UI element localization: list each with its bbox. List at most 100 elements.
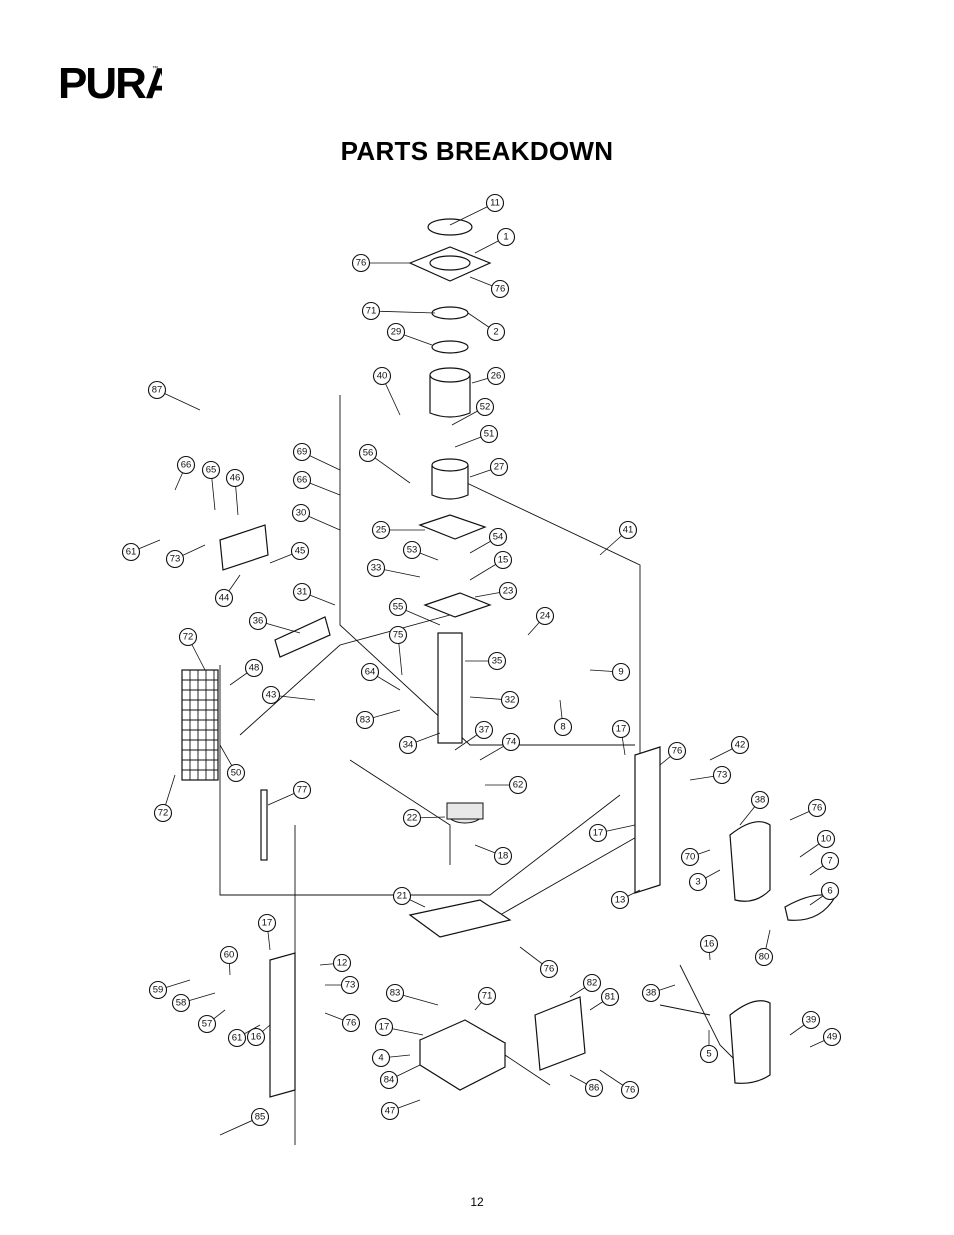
callout-17: 17 xyxy=(257,913,277,933)
callout-circle xyxy=(493,550,513,570)
callout-circle xyxy=(820,851,840,871)
callout-40: 40 xyxy=(372,366,392,386)
callout-circle xyxy=(201,460,221,480)
callout-76: 76 xyxy=(539,959,559,979)
callout-circle xyxy=(225,468,245,488)
callout-83: 83 xyxy=(385,983,405,1003)
base-plate xyxy=(408,899,512,938)
callout-circle xyxy=(610,890,630,910)
label-plate xyxy=(274,616,331,658)
callout-circle xyxy=(582,973,602,993)
callout-label: 41 xyxy=(623,525,634,536)
svg-text:PURA: PURA xyxy=(58,59,162,104)
callout-label: 27 xyxy=(494,462,505,473)
callout-circle xyxy=(398,735,418,755)
callout-circle xyxy=(371,520,391,540)
callout-label: 71 xyxy=(366,306,377,317)
callout-label: 32 xyxy=(505,695,516,706)
callout-23: 23 xyxy=(498,581,518,601)
callout-34: 34 xyxy=(398,735,418,755)
upper-tank xyxy=(429,367,471,418)
callout-circle xyxy=(474,720,494,740)
callout-label: 25 xyxy=(376,525,387,536)
front-panel-upper xyxy=(729,821,771,902)
callout-circle xyxy=(490,279,510,299)
callout-72: 72 xyxy=(178,627,198,647)
callout-circle xyxy=(611,719,631,739)
callout-circle xyxy=(508,775,528,795)
side-panel-right xyxy=(634,746,661,894)
callout-circle xyxy=(486,322,506,342)
callout-label: 77 xyxy=(297,785,308,796)
callout-label: 17 xyxy=(616,724,627,735)
callout-73: 73 xyxy=(340,975,360,995)
callout-81: 81 xyxy=(600,987,620,1007)
callout-16: 16 xyxy=(699,934,719,954)
callout-label: 76 xyxy=(356,258,367,269)
callout-circle xyxy=(487,651,507,671)
callout-label: 2 xyxy=(493,327,498,338)
callout-38: 38 xyxy=(641,983,661,1003)
callout-50: 50 xyxy=(226,763,246,783)
callout-label: 52 xyxy=(480,402,491,413)
callout-12: 12 xyxy=(332,953,352,973)
callout-circle xyxy=(402,540,422,560)
callout-label: 56 xyxy=(363,448,374,459)
callout-label: 76 xyxy=(346,1018,357,1029)
callout-circle xyxy=(386,322,406,342)
callout-circle xyxy=(292,780,312,800)
callout-74: 74 xyxy=(501,732,521,752)
callout-leader xyxy=(370,310,436,314)
callout-17: 17 xyxy=(588,823,608,843)
callout-label: 50 xyxy=(231,768,242,779)
callout-circle xyxy=(699,934,719,954)
callout-label: 4 xyxy=(378,1053,383,1064)
callout-circle xyxy=(712,765,732,785)
callout-circle xyxy=(292,582,312,602)
callout-label: 87 xyxy=(152,385,163,396)
callout-29: 29 xyxy=(386,322,406,342)
callout-44: 44 xyxy=(214,588,234,608)
callout-66: 66 xyxy=(292,470,312,490)
callout-84: 84 xyxy=(379,1070,399,1090)
callout-circle xyxy=(553,717,573,737)
callout-circle xyxy=(290,541,310,561)
callout-circle xyxy=(485,193,505,213)
callout-circle xyxy=(121,542,141,562)
callout-circle xyxy=(539,959,559,979)
callout-circle xyxy=(600,987,620,1007)
callout-label: 72 xyxy=(158,808,169,819)
callout-42: 42 xyxy=(730,735,750,755)
callout-circle xyxy=(496,227,516,247)
callout-label: 58 xyxy=(176,998,187,1009)
callout-circle xyxy=(402,808,422,828)
callout-16: 16 xyxy=(246,1027,266,1047)
callout-circle xyxy=(246,1027,266,1047)
callout-circle xyxy=(618,520,638,540)
callout-label: 83 xyxy=(360,715,371,726)
callout-83: 83 xyxy=(355,710,375,730)
tube-part xyxy=(260,789,268,861)
compressor xyxy=(446,802,484,824)
callout-label: 36 xyxy=(253,616,264,627)
callout-label: 6 xyxy=(827,886,832,897)
callout-label: 47 xyxy=(385,1106,396,1117)
callout-86: 86 xyxy=(584,1078,604,1098)
callout-circle xyxy=(153,803,173,823)
callout-82: 82 xyxy=(582,973,602,993)
callout-5: 5 xyxy=(699,1044,719,1064)
callout-circle xyxy=(489,457,509,477)
callout-label: 80 xyxy=(759,952,770,963)
callout-54: 54 xyxy=(488,527,508,547)
callout-circle xyxy=(699,1044,719,1064)
callout-label: 37 xyxy=(479,725,490,736)
callout-label: 5 xyxy=(706,1049,711,1060)
callout-circle xyxy=(366,558,386,578)
callout-label: 76 xyxy=(495,284,506,295)
housing-plate xyxy=(418,514,492,744)
callout-circle xyxy=(292,442,312,462)
callout-77: 77 xyxy=(292,780,312,800)
callout-circle xyxy=(147,380,167,400)
callout-label: 61 xyxy=(126,547,137,558)
